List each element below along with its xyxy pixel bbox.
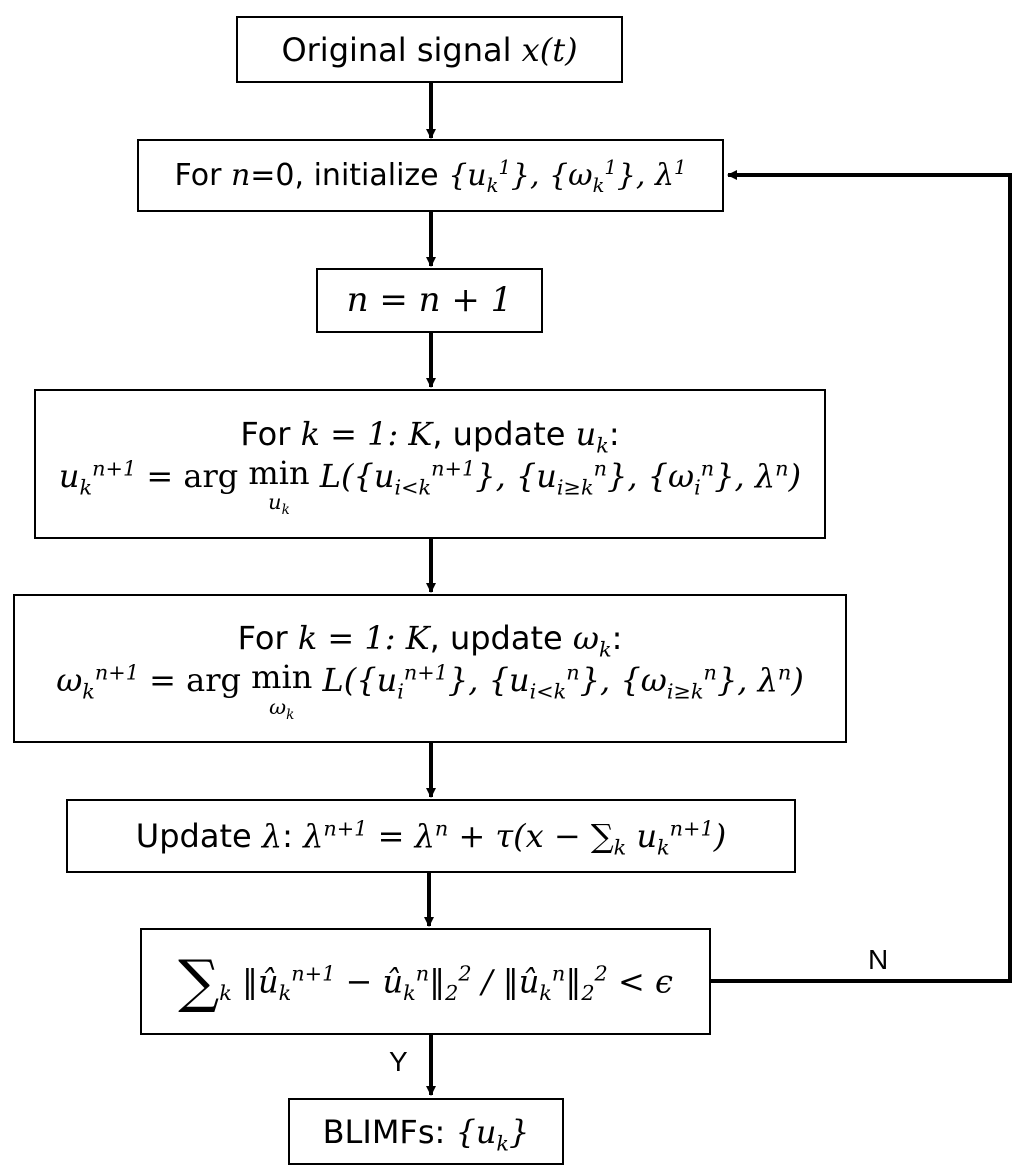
arrow-convergence-loop-no [711, 170, 1012, 983]
original-signal-math: x(t) [521, 30, 578, 69]
box-initialize: For n=0, initialize {uk1}, {ωk1}, λ1 [137, 139, 724, 212]
box-convergence-check: ∑k ‖ûkn+1 − ûkn‖22 / ‖ûkn‖22 < ϵ [140, 928, 711, 1035]
update-omega-k-range: k = 1: K [297, 619, 430, 658]
box-increment: n = n + 1 [316, 268, 543, 333]
update-lambda-prefix: Update [135, 817, 252, 855]
update-omega-var: ωk [572, 619, 612, 662]
update-u-prefix: For [240, 414, 291, 453]
original-signal-label: Original signal [281, 30, 512, 69]
box-update-lambda: Update λ: λn+1 = λn + τ(x − ∑k ukn+1) [66, 799, 796, 873]
update-lambda-formula: λn+1 = λn + τ(x − ∑k ukn+1) [303, 816, 727, 860]
increment-math: n = n + 1 [346, 280, 513, 321]
box-update-omega: For k = 1: K, update ωk: ωkn+1 = arg min… [13, 594, 847, 743]
init-u: {uk1}, {ωk1}, λ1 [448, 155, 687, 197]
init-eq0: =0, initialize [250, 157, 439, 193]
box-original-signal: Original signal x(t) [236, 16, 623, 83]
output-math: {uk} [455, 1112, 530, 1155]
update-omega-prefix: For [237, 619, 288, 658]
label-yes: Y [389, 1046, 408, 1077]
box-output-blimfs: BLIMFs: {uk} [288, 1098, 564, 1165]
output-label: BLIMFs: [322, 1112, 446, 1151]
update-u-k-range: k = 1: K [300, 414, 433, 453]
update-u-var: uk [575, 414, 609, 458]
convergence-formula: ∑k ‖ûkn+1 − ûkn‖22 / ‖ûkn‖22 < ϵ [178, 947, 673, 1015]
box-update-u: For k = 1: K, update uk: ukn+1 = arg min… [34, 389, 826, 539]
label-no: N [868, 944, 889, 975]
init-n: n [230, 157, 251, 193]
init-prefix: For [174, 157, 222, 193]
